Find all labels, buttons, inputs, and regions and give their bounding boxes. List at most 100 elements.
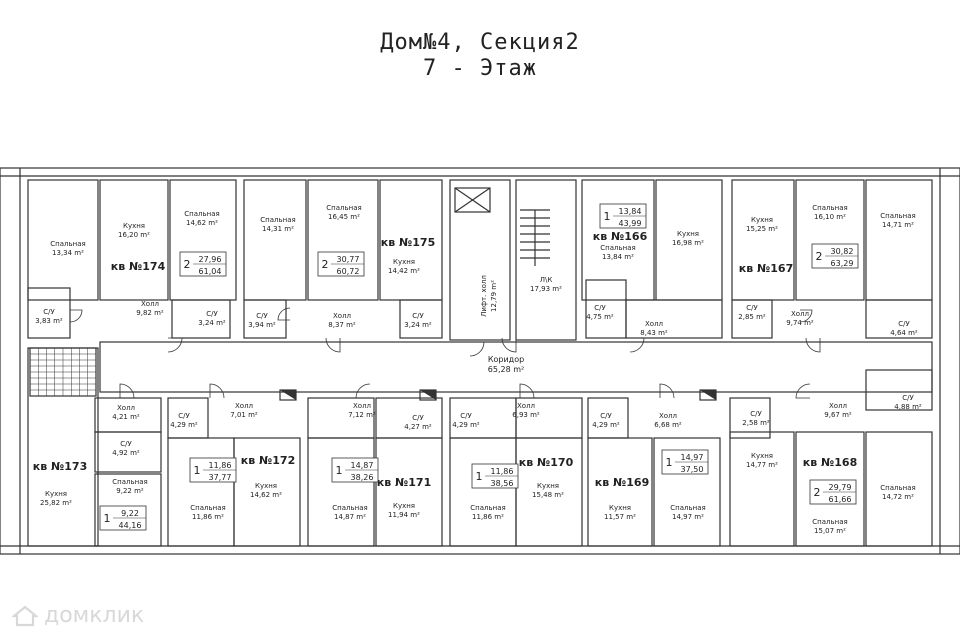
room-area: 14,62 m²: [186, 219, 218, 227]
room-area: 14,87 m²: [334, 513, 366, 521]
room-area: 11,86 m²: [472, 513, 504, 521]
room-name: Кухня: [393, 258, 415, 266]
room-area: 4,29 m²: [592, 421, 620, 429]
plan-title-house: Дом№4, Секция2: [380, 30, 580, 55]
room-name: Кухня: [609, 504, 631, 512]
apartment-rooms-count: 1: [194, 464, 201, 477]
room-area: 16,20 m²: [118, 231, 150, 239]
room-name: Спальная: [812, 204, 847, 212]
room-name: Холл: [235, 402, 253, 410]
apartment-rooms-count: 1: [604, 210, 611, 223]
room-area: 14,42 m²: [388, 267, 420, 275]
room-name: Спальная: [184, 210, 219, 218]
room-area: 4,88 m²: [894, 403, 922, 411]
balcony-outline: [29, 347, 97, 397]
room-name: Спальная: [260, 216, 295, 224]
apartment-rooms-count: 2: [322, 258, 329, 271]
apartment-total-area: 63,29: [831, 259, 854, 268]
room-area: 11,57 m²: [604, 513, 636, 521]
door-swing: [795, 383, 811, 399]
room-outline: [94, 431, 162, 473]
room-outline: [243, 179, 307, 301]
room-area: 25,82 m²: [40, 499, 72, 507]
room-name: Спальная: [670, 504, 705, 512]
room-area: 16,10 m²: [814, 213, 846, 221]
apartment-living-area: 11,86: [209, 461, 232, 470]
room-name: С/У: [898, 320, 910, 328]
room-area: 8,43 m²: [640, 329, 668, 337]
apartment-total-area: 61,66: [829, 495, 852, 504]
apartment-rooms-count: 2: [184, 258, 191, 271]
door-swing: [519, 383, 535, 399]
room-outline: [307, 179, 379, 301]
room-name: С/У: [256, 312, 268, 320]
room-area: 15,07 m²: [814, 527, 846, 535]
room-outline: [729, 397, 771, 439]
apartment-number: кв №175: [381, 236, 435, 249]
door-swing: [277, 307, 291, 321]
room-area: 2,58 m²: [742, 419, 770, 427]
apartment-living-area: 13,84: [619, 207, 642, 216]
room-area: 8,37 m²: [328, 321, 356, 329]
door-swing: [659, 383, 675, 399]
room-outline: [167, 437, 235, 547]
room-area: 4,27 m²: [404, 423, 432, 431]
room-area: 6,93 m²: [512, 411, 540, 419]
corridor-name: Коридор: [488, 355, 524, 364]
apartment-rooms-count: 2: [816, 250, 823, 263]
apartment-number: кв №171: [377, 476, 431, 489]
room-outline: [865, 369, 933, 411]
room-name: Кухня: [123, 222, 145, 230]
room-name: Холл: [645, 320, 663, 328]
apartment-total-area: 38,26: [351, 473, 374, 482]
room-area: 11,94 m²: [388, 511, 420, 519]
room-area: 7,12 m²: [348, 411, 376, 419]
room-area: 14,97 m²: [672, 513, 704, 521]
apartment-total-area: 61,04: [199, 267, 222, 276]
room-area: 16,45 m²: [328, 213, 360, 221]
apartment-number: кв №168: [803, 456, 857, 469]
apartment-rooms-count: 1: [666, 456, 673, 469]
apartment-total-area: 43,99: [619, 219, 642, 228]
room-area: 14,71 m²: [882, 221, 914, 229]
room-area: 14,62 m²: [250, 491, 282, 499]
apartment-number: кв №174: [111, 260, 166, 273]
wall-line: [454, 187, 491, 213]
apartment-rooms-count: 1: [104, 512, 111, 525]
room-area: 7,01 m²: [230, 411, 258, 419]
room-outline: [515, 179, 577, 341]
room-outline: [169, 179, 237, 301]
room-name: Кухня: [677, 230, 699, 238]
room-name: Спальная: [880, 484, 915, 492]
room-name: Спальная: [112, 478, 147, 486]
room-name: С/У: [902, 394, 914, 402]
room-name: Спальная: [812, 518, 847, 526]
room-outline: [585, 279, 627, 339]
room-outline: [587, 437, 653, 547]
balcony-hatch: [29, 347, 97, 397]
room-outline: [449, 437, 517, 547]
apartment-rooms-count: 2: [814, 486, 821, 499]
room-area: 15,48 m²: [532, 491, 564, 499]
room-area: 3,94 m²: [248, 321, 276, 329]
room-name: С/У: [412, 414, 424, 422]
room-area: 4,21 m²: [112, 413, 140, 421]
room-outline: [795, 431, 865, 547]
apartment-total-area: 37,77: [209, 473, 232, 482]
apartment-number: кв №167: [739, 262, 793, 275]
room-area: 3,83 m²: [35, 317, 63, 325]
room-outline: [27, 287, 71, 339]
corridor-area: 65,28 m²: [488, 365, 524, 374]
room-outline: [731, 179, 795, 301]
door-swing: [805, 337, 821, 353]
room-outline: [795, 179, 865, 301]
door-swing: [167, 337, 183, 353]
room-outline: [581, 179, 655, 301]
watermark-text: домклик: [44, 603, 145, 628]
room-name: Кухня: [751, 216, 773, 224]
room-outline: [729, 431, 795, 547]
room-name: Кухня: [255, 482, 277, 490]
door-swing: [469, 341, 485, 357]
room-name: Лифт. холл: [480, 275, 488, 317]
room-name: Кухня: [45, 490, 67, 498]
